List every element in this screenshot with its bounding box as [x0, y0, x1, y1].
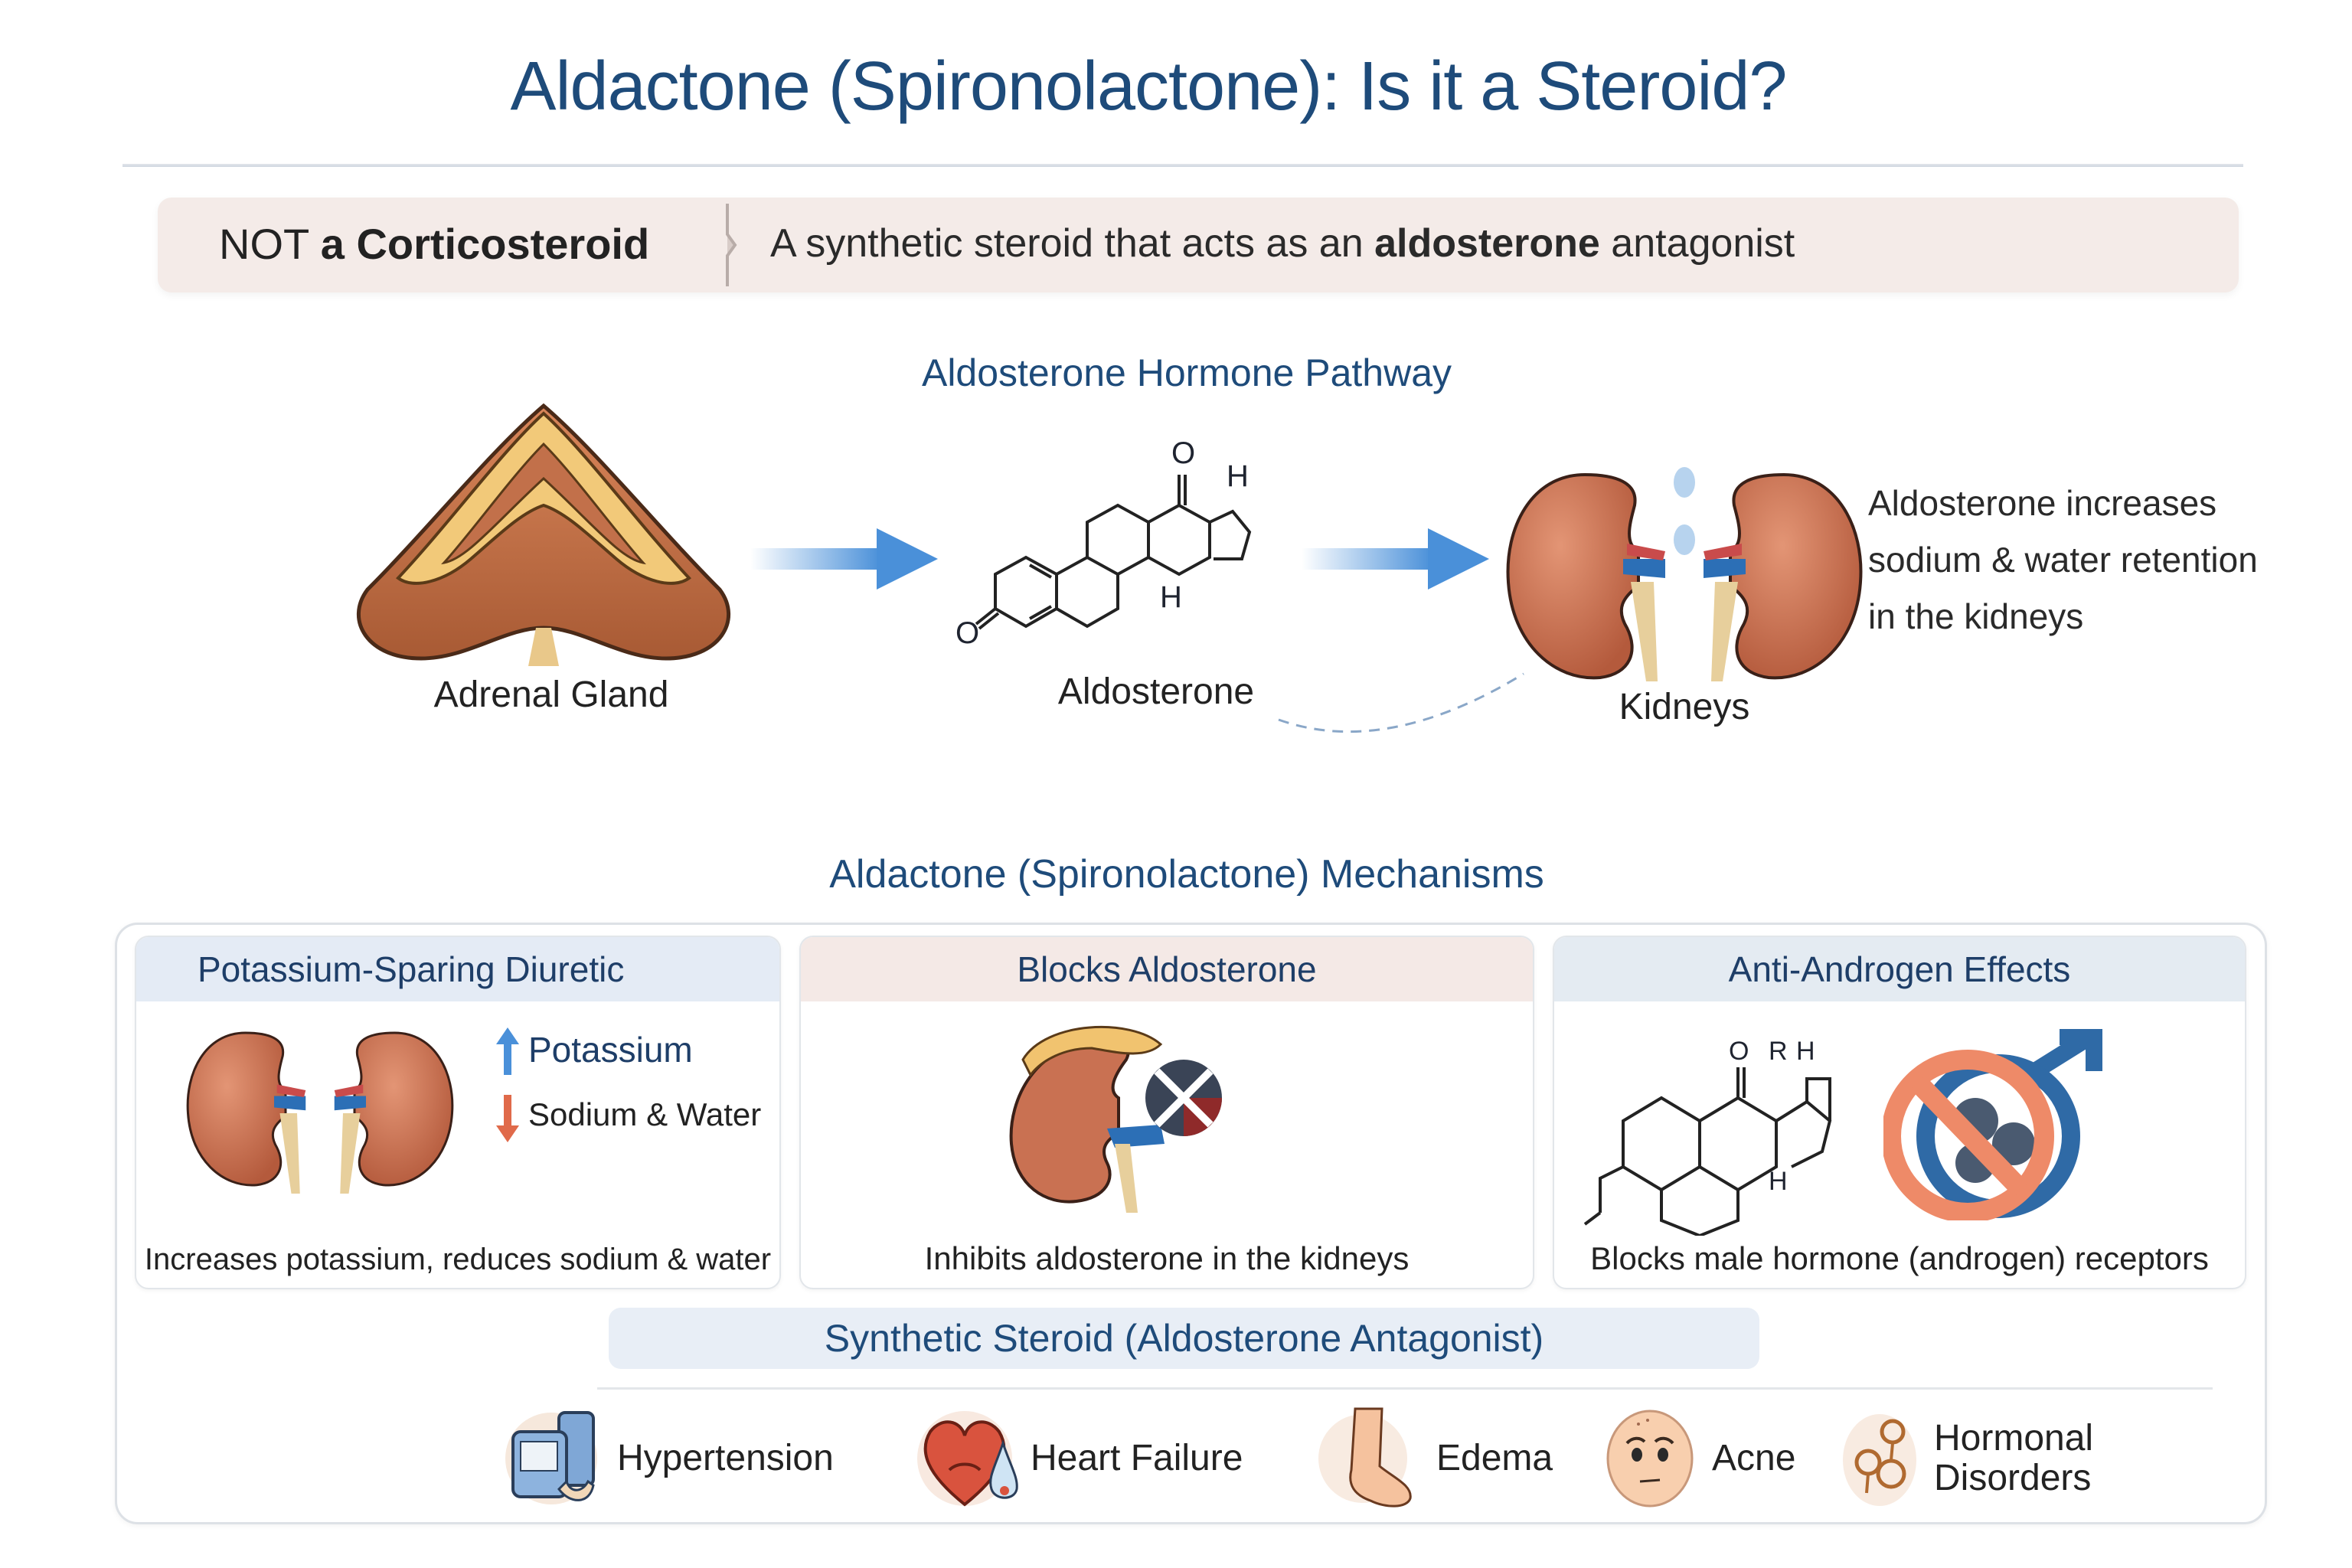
condition-label-line2: Disorders: [1934, 1458, 2092, 1498]
feedback-dashed-curve: [1271, 666, 1531, 750]
chevron-divider-icon: [726, 204, 737, 286]
conditions-divider: [597, 1387, 2213, 1390]
arrow-right-icon: [750, 528, 938, 590]
card-anti-androgen-effects: Anti-Androgen Effects O R H H Blocks mal…: [1553, 936, 2246, 1289]
condition-heart-failure: Heart Failure: [911, 1401, 1243, 1516]
condition-label-line1: Hormonal: [1934, 1418, 2094, 1459]
steroid-molecule-icon: O R H H: [1577, 1037, 1899, 1236]
atom-h-top: H: [1796, 1037, 1815, 1066]
arrow-up-icon: [496, 1027, 519, 1075]
synthetic-steroid-label: Synthetic Steroid (Aldosterone Antagonis…: [609, 1308, 1759, 1369]
kidney-blocked-icon: [992, 1014, 1314, 1213]
no-male-hormone-icon: [1883, 1029, 2128, 1220]
atom-o: O: [1729, 1037, 1749, 1066]
condition-acne: Acne: [1592, 1401, 1795, 1516]
atom-o-left: O: [956, 616, 980, 650]
banner-left-prefix: NOT: [219, 220, 321, 268]
adrenal-gland-label: Adrenal Gland: [433, 675, 669, 715]
banner-left-bold: a Corticosteroid: [320, 220, 650, 268]
mechanisms-heading: Aldactone (Spironolactone) Mechanisms: [829, 852, 1544, 897]
kidneys-icon: [182, 1021, 458, 1205]
card-title: Anti-Androgen Effects: [1554, 937, 2245, 1001]
pathway-heading: Aldosterone Hormone Pathway: [921, 351, 1452, 394]
banner-right-prefix: A synthetic steroid that acts as an: [770, 221, 1375, 266]
blood-pressure-monitor-icon: [498, 1405, 612, 1512]
swollen-foot-icon: [1317, 1405, 1432, 1512]
condition-hormonal-disorders: Hormonal Disorders: [1838, 1401, 2093, 1516]
banner-right-suffix: antagonist: [1599, 221, 1795, 266]
note-line: in the kidneys: [1868, 596, 2084, 636]
aldosterone-effect-note: Aldosterone increases sodium & water ret…: [1868, 475, 2258, 645]
condition-label: Acne: [1712, 1438, 1796, 1478]
condition-label: Hypertension: [617, 1438, 834, 1478]
synthetic-steroid-description: A synthetic steroid that acts as an aldo…: [770, 220, 1795, 266]
title-divider: [122, 164, 2243, 167]
atom-h-top: H: [1227, 459, 1249, 493]
sodium-water-label: Sodium & Water: [528, 1096, 762, 1132]
card-potassium-sparing-diuretic: Potassium-Sparing Diuretic Potassium Sod…: [135, 936, 781, 1289]
not-corticosteroid-label: NOT a Corticosteroid: [219, 219, 649, 269]
hormone-bubbles-icon: [1838, 1405, 1929, 1512]
banner-right-bold: aldosterone: [1374, 221, 1600, 266]
atom-h-mid: H: [1769, 1167, 1788, 1196]
condition-label: Heart Failure: [1031, 1438, 1243, 1478]
atom-r: R: [1769, 1037, 1788, 1066]
condition-label: Hormonal Disorders: [1934, 1419, 2093, 1498]
arrow-right-icon: [1302, 528, 1489, 590]
aldosterone-label: Aldosterone: [1057, 671, 1255, 712]
condition-label: Edema: [1436, 1438, 1553, 1478]
steroid-molecule-icon: O H H O: [949, 429, 1317, 658]
note-line: sodium & water retention: [1868, 540, 2258, 580]
card-title: Blocks Aldosterone: [801, 937, 1533, 1001]
adrenal-gland-icon: [337, 398, 750, 666]
card-caption: Blocks male hormone (androgen) receptors: [1590, 1240, 2209, 1276]
card-title: Potassium-Sparing Diuretic: [136, 937, 779, 1001]
potassium-label: Potassium: [528, 1030, 693, 1070]
classification-banner: NOT a Corticosteroid A synthetic steroid…: [158, 198, 2239, 292]
face-icon: [1592, 1405, 1707, 1512]
card-caption: Increases potassium, reduces sodium & wa…: [144, 1243, 772, 1276]
condition-edema: Edema: [1317, 1401, 1553, 1516]
atom-h-mid: H: [1160, 580, 1182, 614]
condition-hypertension: Hypertension: [498, 1401, 834, 1516]
heart-droplet-icon: [911, 1405, 1026, 1512]
note-line: Aldosterone increases: [1868, 483, 2217, 523]
card-blocks-aldosterone: Blocks Aldosterone Inhibits aldosterone …: [799, 936, 1534, 1289]
kidneys-icon: [1501, 459, 1868, 689]
card-caption: Inhibits aldosterone in the kidneys: [924, 1240, 1410, 1276]
arrow-down-icon: [496, 1095, 519, 1142]
kidneys-label: Kidneys: [1619, 687, 1750, 727]
atom-o-top: O: [1171, 436, 1196, 470]
page-title: Aldactone (Spironolactone): Is it a Ster…: [510, 48, 1788, 125]
